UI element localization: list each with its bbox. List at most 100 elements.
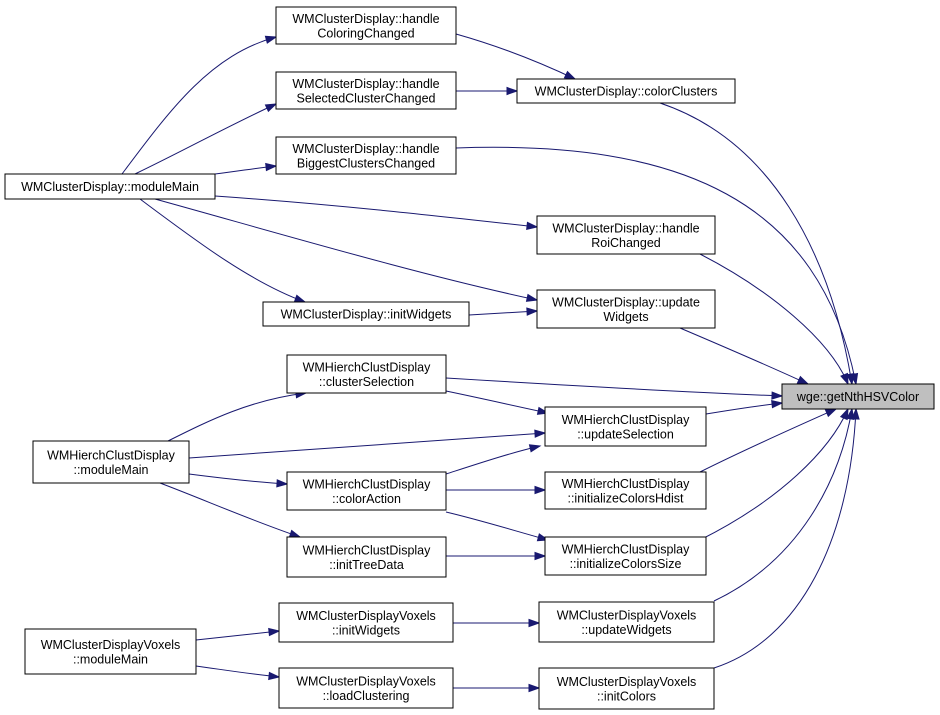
node-label: WMHierchClustDisplay [562,542,691,556]
arrowhead-icon [534,485,547,495]
call-edge-n5-to-n3 [134,103,277,175]
function-node[interactable]: WMClusterDisplayVoxels::moduleMain [24,628,197,675]
function-node[interactable]: WMClusterDisplayVoxels::initWidgets [278,602,454,643]
call-edge-n12-to-n16 [159,482,301,538]
arrowhead-icon [264,103,278,113]
node-label: WMHierchClustDisplay [47,448,176,462]
arrowhead-icon [563,70,577,80]
call-edge-n2-to-n10 [659,102,853,385]
node-box [538,667,715,710]
call-edge-n14-to-n15 [445,511,549,541]
call-edge-n12-to-n11 [188,432,546,459]
node-label: ::initWidgets [332,623,400,637]
node-box [544,471,707,510]
call-edge-n12-to-n9 [167,392,307,442]
node-label: WMClusterDisplayVoxels [557,675,697,689]
function-node[interactable]: WMHierchClustDisplay::colorAction [286,471,447,511]
call-edge-n13-to-n10 [699,408,837,473]
node-box [538,601,715,643]
function-node[interactable]: WMHierchClustDisplay::updateSelection [544,406,707,447]
arrowhead-icon [840,372,849,386]
arrowhead-icon [796,375,810,385]
call-edge-n5-to-n8 [154,198,538,301]
call-edge-n9-to-n10 [445,377,783,397]
function-node[interactable]: WMClusterDisplayVoxels::loadClustering [278,667,454,709]
node-label: ::initColors [597,689,656,703]
arrowhead-icon [534,551,547,561]
function-node[interactable]: WMHierchClustDisplay::moduleMain [32,440,190,484]
function-node[interactable]: WMHierchClustDisplay::initializeColorsSi… [544,536,707,576]
arrowhead-icon [771,391,784,400]
arrowhead-icon [265,162,278,172]
call-edge-n14-to-n11 [445,445,541,475]
node-label: Widgets [603,310,648,324]
function-node-target[interactable]: wge::getNthHSVColor [781,383,935,410]
arrowhead-icon [526,221,539,231]
function-node[interactable]: WMHierchClustDisplay::clusterSelection [286,354,447,394]
call-edge-n19-to-n20 [195,665,280,678]
arrowhead-icon [276,479,289,488]
node-label: ::updateWidgets [581,623,671,637]
arrowhead-icon [846,407,855,421]
function-node[interactable]: WMClusterDisplayVoxels::updateWidgets [538,601,715,643]
node-label: ::moduleMain [73,463,148,477]
node-label: WMHierchClustDisplay [562,477,691,491]
node-label: wge::getNthHSVColor [796,390,919,404]
arrowhead-icon [851,407,860,420]
node-label: WMHierchClustDisplay [303,477,432,491]
node-box [286,471,447,511]
function-node[interactable]: WMClusterDisplay::colorClusters [516,78,736,104]
arrowhead-icon [534,429,547,438]
node-box [516,78,736,104]
node-label: WMClusterDisplay::handle [292,12,439,26]
function-node[interactable]: WMClusterDisplay::handleBiggestClustersC… [275,136,457,175]
function-node[interactable]: WMClusterDisplay::initWidgets [262,301,470,327]
node-label: ::loadClustering [323,689,410,703]
arrowhead-icon [268,671,281,681]
call-edge-n15-to-n10 [699,408,849,541]
node-label: WMClusterDisplay::initWidgets [281,308,452,322]
call-edge-n9-to-n11 [445,390,549,414]
function-node[interactable]: WMHierchClustDisplay::initializeColorsHd… [544,471,707,510]
function-node[interactable]: WMClusterDisplay::moduleMain [4,173,216,200]
node-box [286,354,447,394]
call-edge-n18-to-n10 [713,408,853,602]
node-label: WMHierchClustDisplay [303,543,432,557]
arrowhead-icon [528,683,541,693]
node-label: WMHierchClustDisplay [303,360,432,374]
call-edge-n11-to-n10 [705,402,783,415]
call-edge-n5-to-n1 [121,36,277,175]
arrowhead-icon [525,293,539,302]
node-label: ::initializeColorsHdist [567,491,684,505]
node-label: RoiChanged [591,236,661,250]
node-box [24,628,197,675]
function-node[interactable]: WMClusterDisplay::handleSelectedClusterC… [275,71,457,110]
call-edge-n12-to-n14 [188,473,288,485]
function-node[interactable]: WMHierchClustDisplay::initTreeData [286,536,447,578]
node-box [536,215,716,255]
node-box [32,440,190,484]
node-box [275,6,457,45]
call-nodes: WMClusterDisplay::handleColoringChangedW… [4,6,935,710]
call-edge-n8-to-n10 [679,327,809,385]
arrowhead-icon [771,399,784,409]
node-label: WMClusterDisplayVoxels [296,609,436,623]
function-node[interactable]: WMClusterDisplayVoxels::initColors [538,667,715,710]
node-label: ColoringChanged [317,26,414,40]
function-node[interactable]: WMClusterDisplay::updateWidgets [536,289,716,329]
call-edge-n19-to-n17 [195,630,280,641]
node-label: WMClusterDisplayVoxels [41,638,181,652]
node-box [286,536,447,578]
node-box [4,173,216,200]
node-box [262,301,470,327]
node-label: WMClusterDisplay::handle [552,221,699,235]
arrowhead-icon [288,529,302,538]
call-edge-n6-to-n10 [699,253,849,385]
node-label: WMClusterDisplay::colorClusters [535,85,718,99]
node-label: ::moduleMain [73,652,148,666]
call-edge-n7-to-n8 [468,310,538,316]
node-label: WMClusterDisplay::moduleMain [21,180,199,194]
